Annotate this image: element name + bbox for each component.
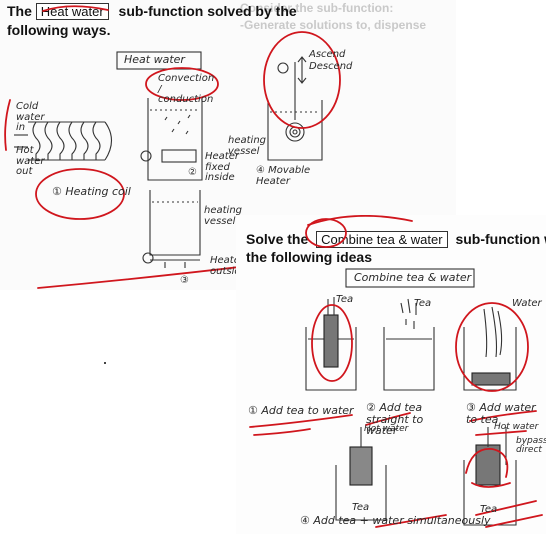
- label-bypass: bypass direct: [516, 437, 546, 456]
- label-heating-vessel2: heating vessel: [204, 206, 240, 227]
- label-opt3: ③: [180, 276, 189, 287]
- label-cold-water-in: Cold water in: [16, 102, 46, 134]
- label-ascend: Ascend: [309, 50, 345, 61]
- stray-dot: [104, 362, 106, 364]
- header-box-label: Heat water: [124, 54, 185, 66]
- slide-combine-tea-water: Solve the Combine tea & water sub-functi…: [236, 215, 546, 534]
- combine-tea-sketch: [236, 215, 546, 534]
- label-hot-water2: Hot water: [494, 423, 538, 432]
- label-water: Water: [512, 299, 542, 310]
- label-heater-fixed: Heater fixed inside: [205, 152, 245, 184]
- label-tea: Tea: [336, 295, 353, 306]
- label-tea-cup1: Tea: [352, 503, 369, 514]
- label-heating-coil: ① Heating coil: [52, 186, 131, 198]
- label-movable-heater: ④ Movable Heater: [256, 166, 316, 187]
- label-descend: Descend: [309, 62, 352, 73]
- label-opt2: ②: [188, 168, 197, 179]
- label-hot-water: Hot water: [364, 425, 408, 434]
- label-convection: Convection / conduction: [158, 74, 216, 106]
- label-tea2: Tea: [414, 299, 431, 310]
- label-idea1: ① Add tea to water: [248, 405, 354, 417]
- label-idea4: ④ Add tea + water simultaneously: [300, 515, 491, 527]
- label-hot-water-out: Hot water out: [16, 146, 46, 178]
- header-box2-label: Combine tea & water: [354, 272, 471, 284]
